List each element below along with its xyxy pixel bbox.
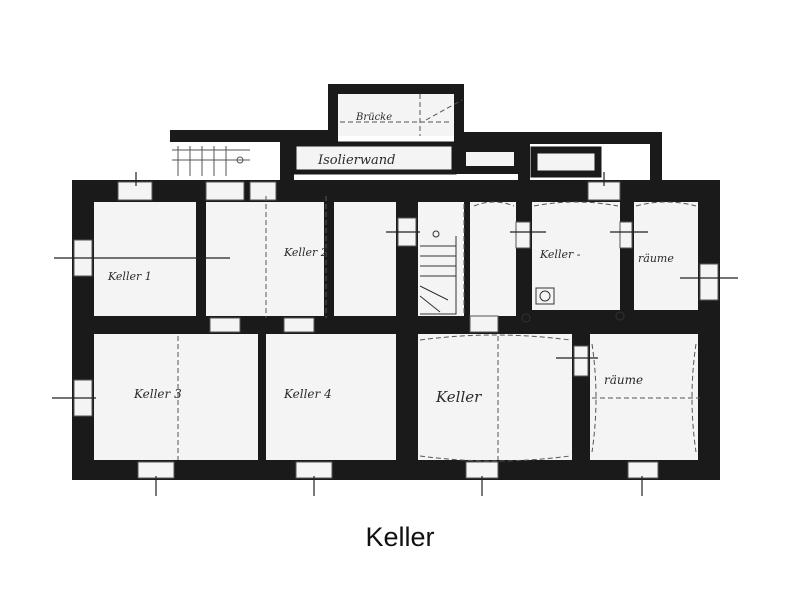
label-raeume-upper: räume (638, 252, 674, 265)
label-bruecke: Brücke (355, 112, 392, 123)
annex-walls (170, 84, 662, 182)
plan-caption: Keller (365, 522, 435, 552)
label-isolierwand: Isolierwand (317, 153, 395, 168)
rooms-upper-row (94, 202, 698, 316)
label-keller-2: Keller 2 (283, 246, 328, 259)
axis-ticks (52, 172, 738, 496)
stair-hatch-top-left (172, 146, 250, 176)
label-keller-3: Keller 3 (133, 387, 182, 401)
label-keller-1: Keller 1 (107, 270, 152, 283)
staircase (419, 230, 457, 315)
label-keller-big: Keller (435, 388, 482, 406)
label-raeume-lower: räume (604, 373, 643, 387)
fixtures (521, 287, 625, 323)
rooms-lower-row (94, 334, 698, 460)
label-keller-4: Keller 4 (283, 387, 332, 401)
label-kellerraeume: Keller - (539, 248, 581, 261)
pencil-lines (177, 94, 700, 462)
